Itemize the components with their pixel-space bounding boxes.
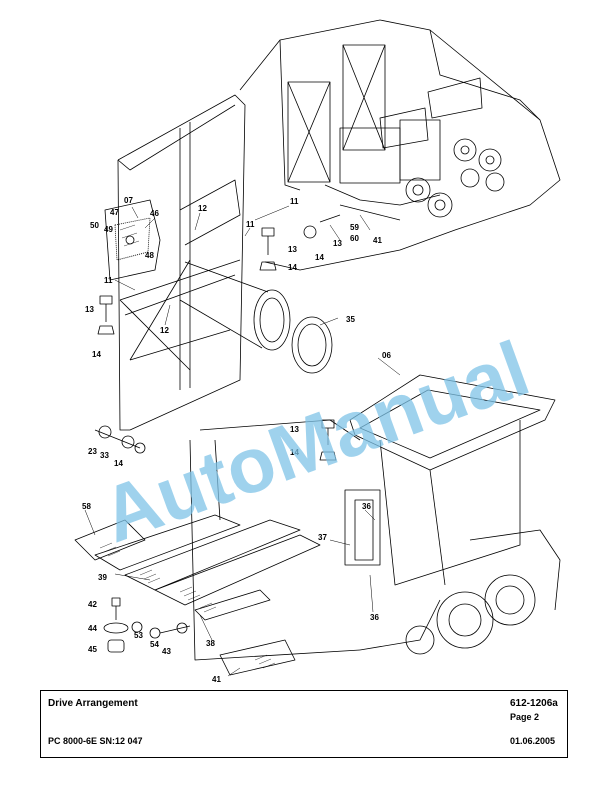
callout-label: 33 xyxy=(100,451,109,460)
callout-label: 59 xyxy=(350,223,359,232)
callout-label: 43 xyxy=(162,647,171,656)
callout-label: 41 xyxy=(212,675,221,684)
callout-label: 23 xyxy=(88,447,97,456)
hatch-patches xyxy=(99,224,276,669)
callout-label: 13 xyxy=(288,245,297,254)
callout-label: 13 xyxy=(333,239,342,248)
callout-label: 06 xyxy=(382,351,391,360)
callout-label: 49 xyxy=(104,225,113,234)
callout-label: 42 xyxy=(88,600,97,609)
drawing-title: Drive Arrangement xyxy=(48,698,138,709)
machine-model: PC 8000-6E SN:12 047 xyxy=(48,736,143,746)
drive-tube xyxy=(179,261,333,374)
step-plates xyxy=(74,514,321,676)
callout-label: 47 xyxy=(110,208,119,217)
callout-label: 60 xyxy=(350,234,359,243)
callout-label: 36 xyxy=(362,502,371,511)
gear-housing xyxy=(405,529,561,655)
callout-label: 44 xyxy=(88,624,97,633)
engine-frame xyxy=(239,19,561,271)
issue-date: 01.06.2005 xyxy=(510,736,556,746)
callout-label: 11 xyxy=(290,197,299,206)
callout-label: 11 xyxy=(246,220,255,229)
callout-label: 36 xyxy=(370,613,379,622)
lower-fasteners xyxy=(103,597,191,653)
document-number: 612-1206a xyxy=(510,698,558,709)
leader-lines xyxy=(84,205,401,677)
callout-label: 12 xyxy=(198,204,207,213)
callout-label: 13 xyxy=(290,425,299,434)
parts-diagram: 07 47 46 50 49 48 12 11 11 13 14 13 14 1… xyxy=(74,19,561,684)
callout-label: 14 xyxy=(92,350,101,359)
callout-label: 53 xyxy=(134,631,143,640)
callout-label: 14 xyxy=(290,448,299,457)
callout-label: 39 xyxy=(98,573,107,582)
callout-label: 54 xyxy=(150,640,159,649)
callout-label: 48 xyxy=(145,251,154,260)
callout-label: 14 xyxy=(114,459,123,468)
callout-label: 46 xyxy=(150,209,159,218)
callout-label: 58 xyxy=(82,502,91,511)
bolts xyxy=(94,214,341,461)
callout-label: 11 xyxy=(104,276,113,285)
hopper-housing xyxy=(189,374,556,661)
callout-label: 38 xyxy=(206,639,215,648)
callout-label: 37 xyxy=(318,533,327,542)
callout-label: 07 xyxy=(124,196,133,205)
pump-units xyxy=(405,138,505,218)
callout-label: 13 xyxy=(85,305,94,314)
callout-label: 45 xyxy=(88,645,97,654)
callout-label: 35 xyxy=(346,315,355,324)
callout-label: 12 xyxy=(160,326,169,335)
watermark-text: AutoManual xyxy=(90,324,539,559)
support-frame xyxy=(117,94,246,431)
page-number: Page 2 xyxy=(510,712,540,722)
callout-label: 14 xyxy=(288,263,297,272)
title-block: Drive Arrangement 612-1206a Page 2 PC 80… xyxy=(40,690,568,758)
callout-label: 41 xyxy=(373,236,382,245)
callout-labels: 07 47 46 50 49 48 12 11 11 13 14 13 14 1… xyxy=(82,196,391,684)
callout-label: 50 xyxy=(90,221,99,230)
callout-label: 14 xyxy=(315,253,324,262)
